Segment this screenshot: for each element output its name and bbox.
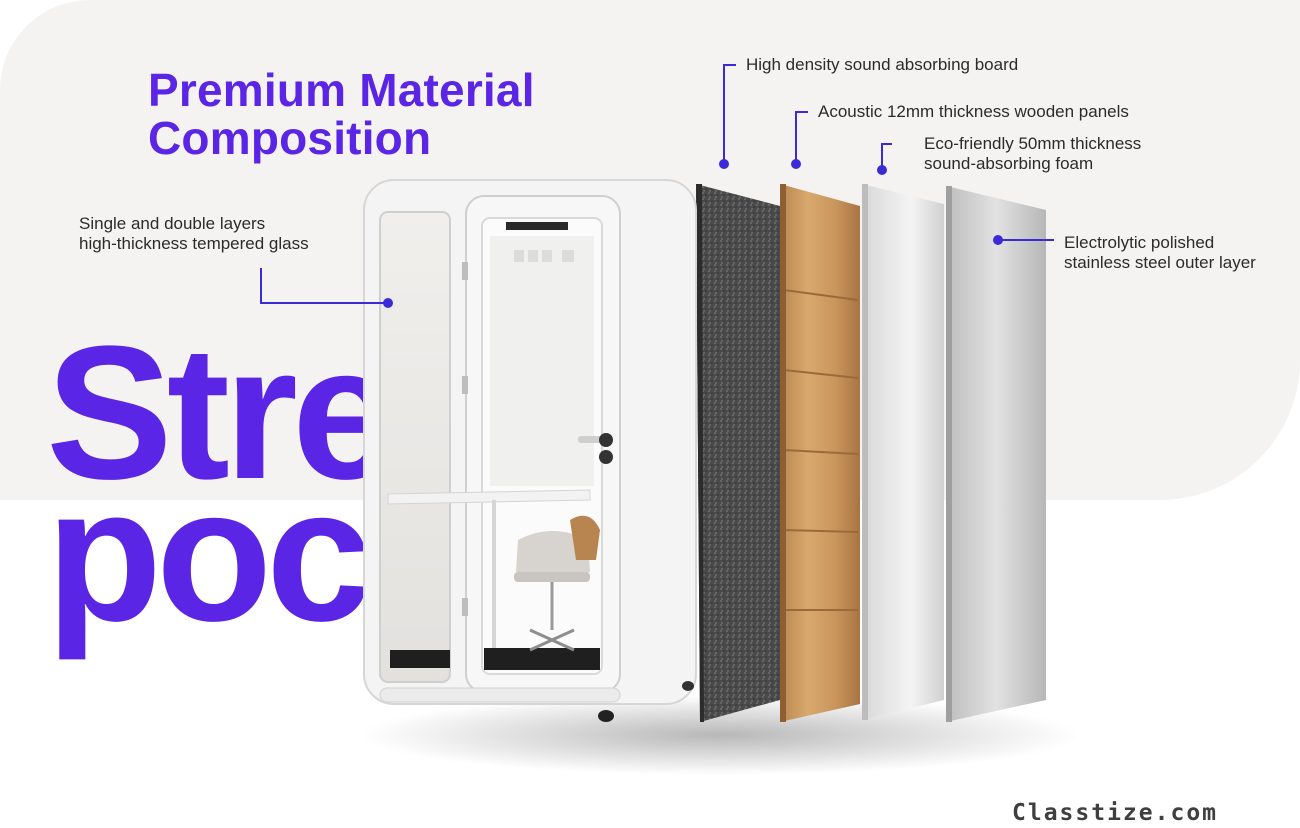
background-word-1: Stre <box>46 307 398 519</box>
felt-board-layer <box>696 184 780 722</box>
page-title: Premium Material Composition <box>148 66 535 162</box>
callout-steel-line-1: Electrolytic polished <box>1064 233 1215 252</box>
callout-wood: Acoustic 12mm thickness wooden panels <box>818 102 1129 122</box>
callout-foam-line-1: Eco-friendly 50mm thickness <box>924 134 1142 153</box>
callout-board: High density sound absorbing board <box>746 55 1018 75</box>
page-title-line-2: Composition <box>148 112 432 164</box>
background-word-2: poc <box>46 449 372 661</box>
callout-glass-line-1: Single and double layers <box>79 214 266 233</box>
watermark: Classtize.com <box>1012 800 1219 826</box>
page-title-line-1: Premium Material <box>148 64 535 116</box>
callout-board-text: High density sound absorbing board <box>746 55 1019 74</box>
callout-steel-line-2: stainless steel outer layer <box>1064 253 1256 272</box>
callout-foam: Eco-friendly 50mm thickness sound-absorb… <box>924 134 1141 174</box>
callout-steel: Electrolytic polished stainless steel ou… <box>1064 233 1256 273</box>
callout-glass-line-2: high-thickness tempered glass <box>79 234 309 253</box>
callout-wood-text: Acoustic 12mm thickness wooden panels <box>818 102 1129 121</box>
wood-layer <box>780 184 860 722</box>
steel-layer <box>946 186 1046 722</box>
foam-layer <box>862 184 944 720</box>
callout-glass: Single and double layers high-thickness … <box>79 214 309 254</box>
callout-foam-line-2: sound-absorbing foam <box>924 154 1094 173</box>
